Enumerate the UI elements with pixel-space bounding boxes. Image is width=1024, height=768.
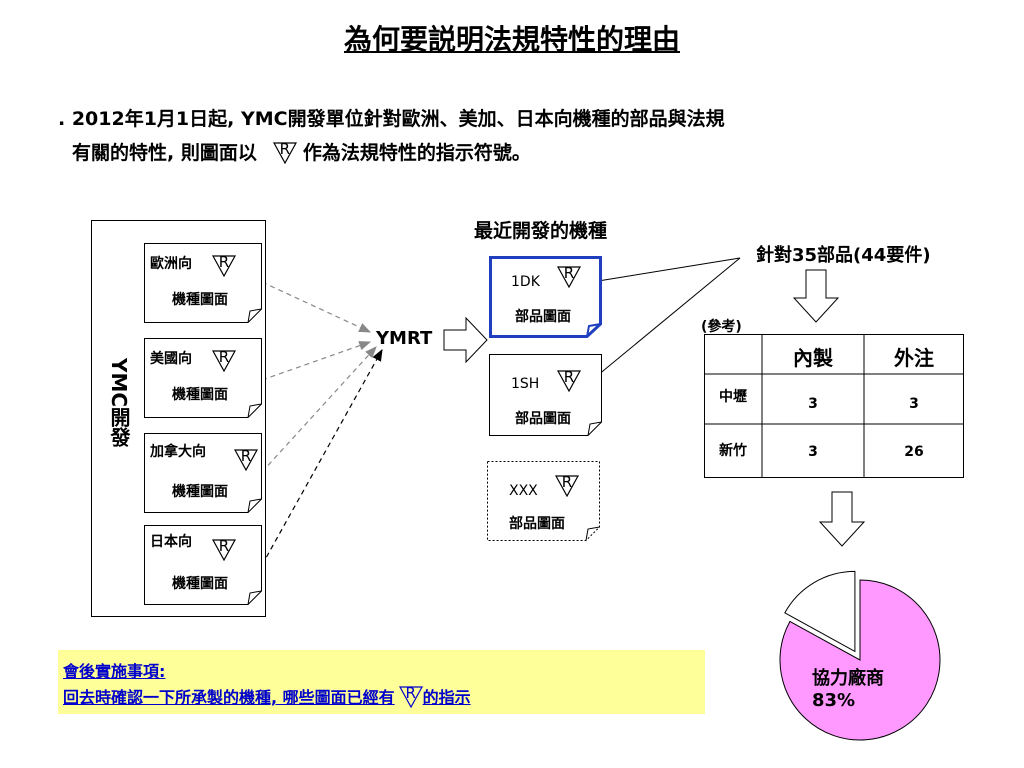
recent-models-header: 最近開發的機種 [474,220,608,242]
model-name: 1DK [511,274,540,290]
drawing-region: 加拿大向 [150,444,206,460]
drawing-europe: 歐洲向 R 機種圖面 [144,243,262,323]
arrow-usa [261,341,372,381]
regulation-symbol-icon: R [234,447,258,471]
regulation-symbol-icon: R [272,140,297,164]
note-title: 會後實施事項: [63,662,166,681]
pie-main-label: 協力廠商 [812,668,884,689]
cell-external: 3 [909,396,919,412]
reference-label: (參考) [701,319,742,335]
column-header-internal: 內製 [793,346,833,370]
intro-line-2-end: 作為法規特性的指示符號。 [302,142,531,164]
regulation-symbol-icon: R [212,348,236,372]
model-drawing-1dk: 1DK R 部品圖面 [489,256,602,338]
arrow-europe [261,281,372,333]
pie-slice-minor [784,570,856,653]
drawing-region: 日本向 [150,534,192,550]
cell-external: 26 [904,444,924,460]
model-drawing-1sh: 1SH R 部品圖面 [489,354,602,436]
intro-line-2: 有關的特性, 則圖面以 R 作為法規特性的指示符號。 [72,138,531,165]
regulation-symbol-icon: R [398,684,423,708]
arrow-to-1sh [591,257,741,381]
regulation-symbol-icon: R [557,264,581,288]
row-site: 中壢 [719,389,747,405]
regulation-symbol-icon: R [557,368,581,392]
note-line: 回去時確認一下所承製的機種, 哪些圖面已經有 R 的指示 [63,684,471,708]
regulation-symbol-icon: R [212,253,236,277]
column-header-external: 外注 [894,346,934,370]
arrow-to-1dk [591,257,741,285]
intro-line-2-start: 有關的特性, 則圖面以 [72,142,257,164]
supplier-pie-chart [779,570,941,741]
page-title: 為何要説明法規特性的理由 [343,23,680,56]
drawing-caption: 機種圖面 [172,387,228,403]
cell-internal: 3 [808,444,818,460]
target-parts-label: 針對35部品(44要件) [756,245,931,266]
down-arrow-icon-1 [792,269,840,323]
ymc-development-label: YMC開發 [107,358,131,448]
intro-line-1: . 2012年1月1日起, YMC開發單位針對歐洲、美加、日本向機種的部品與法規 [58,108,725,130]
model-name: 1SH [511,376,540,392]
hub-label: YMRT [376,328,433,349]
drawing-region: 歐洲向 [150,256,192,272]
pie-slice-major [779,579,941,741]
drawing-japan: 日本向 R 機種圖面 [144,525,262,605]
arrow-canada [261,346,377,473]
note-text-end: 的指示 [422,688,471,707]
drawing-caption: 機種圖面 [172,576,228,592]
row-site: 新竹 [719,443,747,459]
down-arrow-icon-2 [818,491,866,547]
drawing-usa: 美國向 R 機種圖面 [144,338,262,418]
model-drawing-xxx: XXX R 部品圖面 [487,461,600,541]
model-name: XXX [509,483,538,499]
regulation-symbol-icon: R [212,537,236,561]
production-table: 內製 外注 中壢 3 3 新竹 3 26 [704,334,964,478]
drawing-caption: 機種圖面 [172,484,228,500]
model-caption: 部品圖面 [515,411,571,427]
regulation-symbol-icon: R [555,473,579,497]
note-text-start: 回去時確認一下所承製的機種, 哪些圖面已經有 [63,688,395,707]
model-caption: 部品圖面 [509,516,565,532]
drawing-caption: 機種圖面 [172,292,228,308]
hub-arrow-icon [443,316,488,364]
drawing-canada: 加拿大向 R 機種圖面 [144,433,262,513]
action-note: 會後實施事項: 回去時確認一下所承製的機種, 哪些圖面已經有 R 的指示 [58,650,705,714]
pie-main-percent: 83% [812,690,856,711]
cell-internal: 3 [808,396,818,412]
arrow-japan [261,348,383,566]
model-caption: 部品圖面 [515,309,571,325]
drawing-region: 美國向 [150,351,192,367]
